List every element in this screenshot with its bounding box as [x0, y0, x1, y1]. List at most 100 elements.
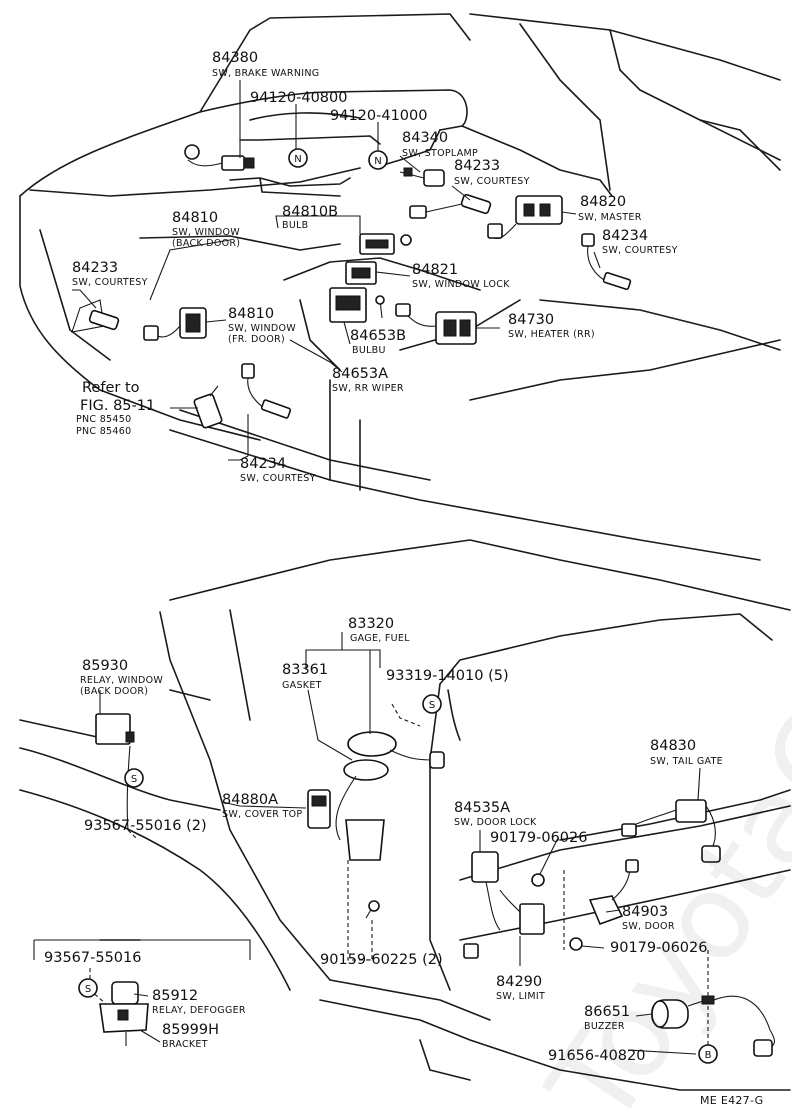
label-84653A: 84653A [332, 366, 388, 382]
label-84903: 84903 [622, 904, 668, 920]
caption-84234-right: SW, COURTESY [602, 245, 678, 256]
symbol-n-right: N [368, 150, 388, 170]
caption-84821: SW, WINDOW LOCK [412, 279, 510, 290]
component-84233-courtesy-switch-top [409, 193, 492, 219]
labels-bottom: 83320 GAGE, FUEL 85930 RELAY, WINDOW (BA… [44, 616, 763, 1107]
label-85999H: 85999H [162, 1022, 219, 1038]
caption-83320: GAGE, FUEL [350, 633, 410, 644]
caption-84810B: BULB [282, 220, 308, 231]
label-93567-55016: 93567-55016 [44, 950, 142, 966]
label-84730: 84730 [508, 312, 554, 328]
labels-top: 84380 SW, BRAKE WARNING 94120-40800 9412… [72, 50, 678, 484]
caption-84830: SW, TAIL GATE [650, 756, 723, 767]
component-84234-courtesy-switch-lower [241, 363, 292, 419]
component-door-switch-refer [193, 385, 223, 429]
label-83320: 83320 [348, 616, 394, 632]
caption-84810-back-2: (BACK DOOR) [172, 238, 240, 249]
component-84234-courtesy-switch-right [581, 233, 632, 291]
caption-85999H: BRACKET [162, 1039, 208, 1050]
label-84820: 84820 [580, 194, 626, 210]
component-85930-window-relay [95, 713, 135, 831]
label-94120-40800: 94120-40800 [250, 90, 348, 106]
label-84880A: 84880A [222, 792, 278, 808]
component-84653B-bulb [329, 287, 385, 323]
component-84903-door-switch [588, 859, 639, 926]
component-grommets [365, 873, 583, 951]
caption-84730: SW, HEATER (RR) [508, 329, 595, 340]
svg-text:S: S [85, 984, 91, 995]
component-84233-courtesy-switch-left [71, 299, 120, 333]
component-84821-window-lock-switch [345, 261, 377, 285]
caption-84340: SW, STOPLAMP [402, 148, 478, 159]
label-84821: 84821 [412, 262, 458, 278]
component-84290-limit-switch [499, 889, 545, 935]
caption-84234-lower: SW, COURTESY [240, 473, 316, 484]
svg-text:N: N [374, 156, 381, 167]
component-84880A-cover-top-switch [307, 789, 331, 829]
caption-84653B: BULBU [352, 345, 386, 356]
component-84340-stoplamp-switch [399, 167, 445, 187]
label-90179-06026-b: 90179-06026 [610, 940, 708, 956]
caption-83361: GASKET [282, 680, 322, 691]
component-84810B-bulb [359, 233, 412, 255]
caption-84380: SW, BRAKE WARNING [212, 68, 319, 79]
watermark: ToyotaCarMine.ru [521, 218, 792, 1116]
label-90159-60225: 90159-60225 (2) [320, 952, 443, 968]
caption-84810-fr-1: SW, WINDOW [228, 323, 296, 334]
rear-body-outline [19, 539, 791, 1091]
component-84730-heater-switch [395, 303, 477, 345]
label-84290: 84290 [496, 974, 542, 990]
refer-pnc-1: PNC 85450 [76, 414, 131, 425]
caption-84535A: SW, DOOR LOCK [454, 817, 537, 828]
label-84653B: 84653B [350, 328, 406, 344]
caption-85912: RELAY, DEFOGGER [152, 1005, 246, 1016]
refer-fig-text: FIG. 85-11 [80, 398, 155, 414]
label-91656-40820: 91656-40820 [548, 1048, 646, 1064]
symbol-b-buzzer: B [698, 1044, 718, 1064]
svg-text:N: N [294, 154, 301, 165]
leader-lines-top [72, 80, 601, 461]
label-84810-fr: 84810 [228, 306, 274, 322]
symbol-n-left: N [288, 148, 308, 168]
label-93319-14010: 93319-14010 (5) [386, 668, 509, 684]
label-84233-top: 84233 [454, 158, 500, 174]
label-84234-lower: 84234 [240, 456, 286, 472]
component-84830-tail-gate-switch [621, 799, 721, 863]
label-85930: 85930 [82, 658, 128, 674]
refer-to-text: Refer to [82, 380, 140, 396]
label-84535A: 84535A [454, 800, 510, 816]
caption-85930-2: (BACK DOOR) [80, 686, 148, 697]
label-84233-left: 84233 [72, 260, 118, 276]
caption-85930-1: RELAY, WINDOW [80, 675, 163, 686]
leader-lines-bottom [33, 632, 709, 1055]
label-85912: 85912 [152, 988, 198, 1004]
component-84810-fr-door-window-switch [143, 307, 207, 341]
caption-84903: SW, DOOR [622, 921, 675, 932]
component-84820-master-switch [487, 195, 563, 240]
caption-86651: BUZZER [584, 1021, 625, 1032]
caption-84653A: SW, RR WIPER [332, 383, 404, 394]
caption-84810-back-1: SW, WINDOW [172, 227, 240, 238]
symbol-s-gage: S [422, 694, 442, 714]
label-86651: 86651 [584, 1004, 630, 1020]
label-84380: 84380 [212, 50, 258, 66]
caption-84233-top: SW, COURTESY [454, 176, 530, 187]
label-84830: 84830 [650, 738, 696, 754]
component-85912-defogger-relay [99, 981, 149, 1046]
component-84380-brake-warning-switch [184, 144, 255, 171]
label-93567-55016-2: 93567-55016 (2) [84, 818, 207, 834]
label-90179-06026-a: 90179-06026 [490, 830, 588, 846]
caption-84880A: SW, COVER TOP [222, 809, 302, 820]
label-84340: 84340 [402, 130, 448, 146]
svg-text:S: S [429, 700, 435, 711]
symbol-s-defogger: S [78, 978, 98, 998]
component-83320-fuel-gage [335, 731, 445, 861]
diagram-code: ME E427-G [700, 1094, 763, 1107]
component-84535A-door-lock-switch [463, 851, 501, 959]
refer-pnc-2: PNC 85460 [76, 426, 131, 437]
caption-84290: SW, LIMIT [496, 991, 545, 1002]
component-86651-buzzer [651, 995, 776, 1057]
caption-84820: SW, MASTER [578, 212, 642, 223]
caption-84810-fr-2: (FR. DOOR) [228, 334, 285, 345]
